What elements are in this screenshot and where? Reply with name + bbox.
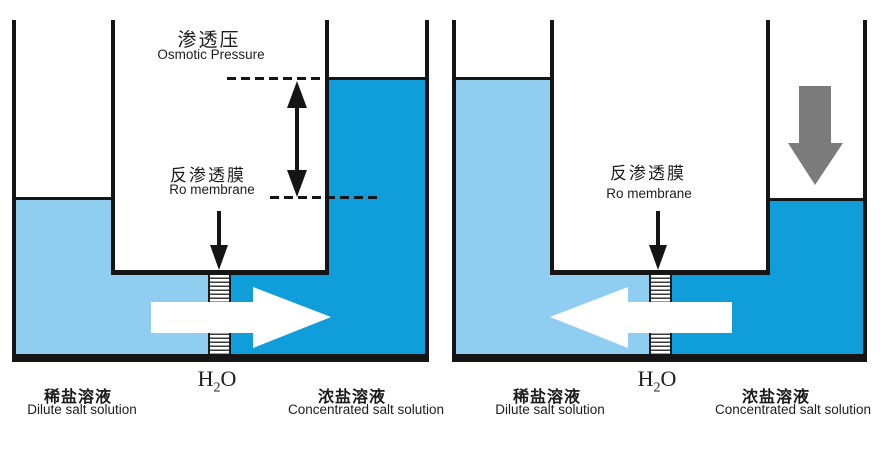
osmotic-pressure-label-zh: 渗透压 (177, 30, 241, 51)
left-membrane-pointer-arrow-icon (210, 211, 228, 270)
right-ro-membrane-label-en: Ro membrane (606, 186, 692, 201)
right-ro-membrane-top-segment (649, 275, 672, 302)
applied-pressure-arrow-icon (788, 86, 843, 185)
right-inner-vessel-right-wall (766, 20, 770, 270)
right-dilute-solution-label-zh: 稀盐溶液 (512, 389, 581, 406)
h2o-symbol: H (197, 366, 214, 391)
right-dilute-solution-label-en: Dilute salt solution (495, 402, 605, 417)
h2o-oxygen: O (660, 366, 677, 391)
right-h2o-label: H2O (617, 366, 697, 396)
right-concentrated-solution-label-zh: 浓盐溶液 (741, 389, 810, 406)
left-tank-outer-right-wall (425, 20, 429, 362)
right-tank-outer-left-wall (452, 20, 456, 362)
right-dilute-water-surface-line (456, 77, 550, 80)
left-ro-membrane-bottom-segment (208, 331, 231, 354)
right-concentrated-water-surface-line (770, 198, 863, 201)
upper-water-level-dashed-line (227, 77, 325, 80)
left-tank-floor (12, 354, 429, 362)
left-ro-membrane-label-en: Ro membrane (169, 182, 255, 197)
left-concentrated-solution-label-zh: 浓盐溶液 (317, 389, 386, 406)
left-ro-membrane-label-zh: 反渗透膜 (170, 166, 246, 185)
right-tank-outer-right-wall (863, 20, 867, 362)
h2o-oxygen: O (220, 366, 237, 391)
h2o-subscript: 2 (653, 380, 661, 396)
left-inner-vessel-right-wall (325, 20, 329, 270)
left-ro-membrane-top-segment (208, 275, 231, 302)
h2o-symbol: H (637, 366, 654, 391)
right-ro-membrane-bottom-segment (649, 331, 672, 354)
right-membrane-pointer-arrow-icon (649, 211, 667, 270)
lower-water-level-dashed-line (270, 196, 377, 199)
left-dilute-solution-label-zh: 稀盐溶液 (43, 389, 112, 406)
left-concentrated-solution-label-en: Concentrated salt solution (287, 402, 445, 417)
left-concentrated-water-surface-line (329, 77, 425, 80)
osmotic-pressure-label-en: Osmotic Pressure (157, 47, 265, 62)
left-inner-vessel-left-wall (111, 20, 115, 270)
right-inner-vessel-left-wall (550, 20, 554, 270)
right-ro-membrane-label-zh: 反渗透膜 (610, 164, 686, 183)
left-dilute-water-surface-line (16, 197, 111, 200)
left-dilute-solution-label-en: Dilute salt solution (27, 402, 137, 417)
osmotic-pressure-height-arrow-icon (287, 81, 307, 197)
left-h2o-label: H2O (177, 366, 257, 396)
left-inner-vessel-bottom-wall (111, 270, 329, 275)
h2o-subscript: 2 (213, 380, 221, 396)
right-inner-vessel-bottom-wall (550, 270, 770, 275)
left-tank-outer-left-wall (12, 20, 16, 362)
right-tank-floor (452, 354, 867, 362)
right-concentrated-solution-label-en: Concentrated salt solution (714, 402, 872, 417)
